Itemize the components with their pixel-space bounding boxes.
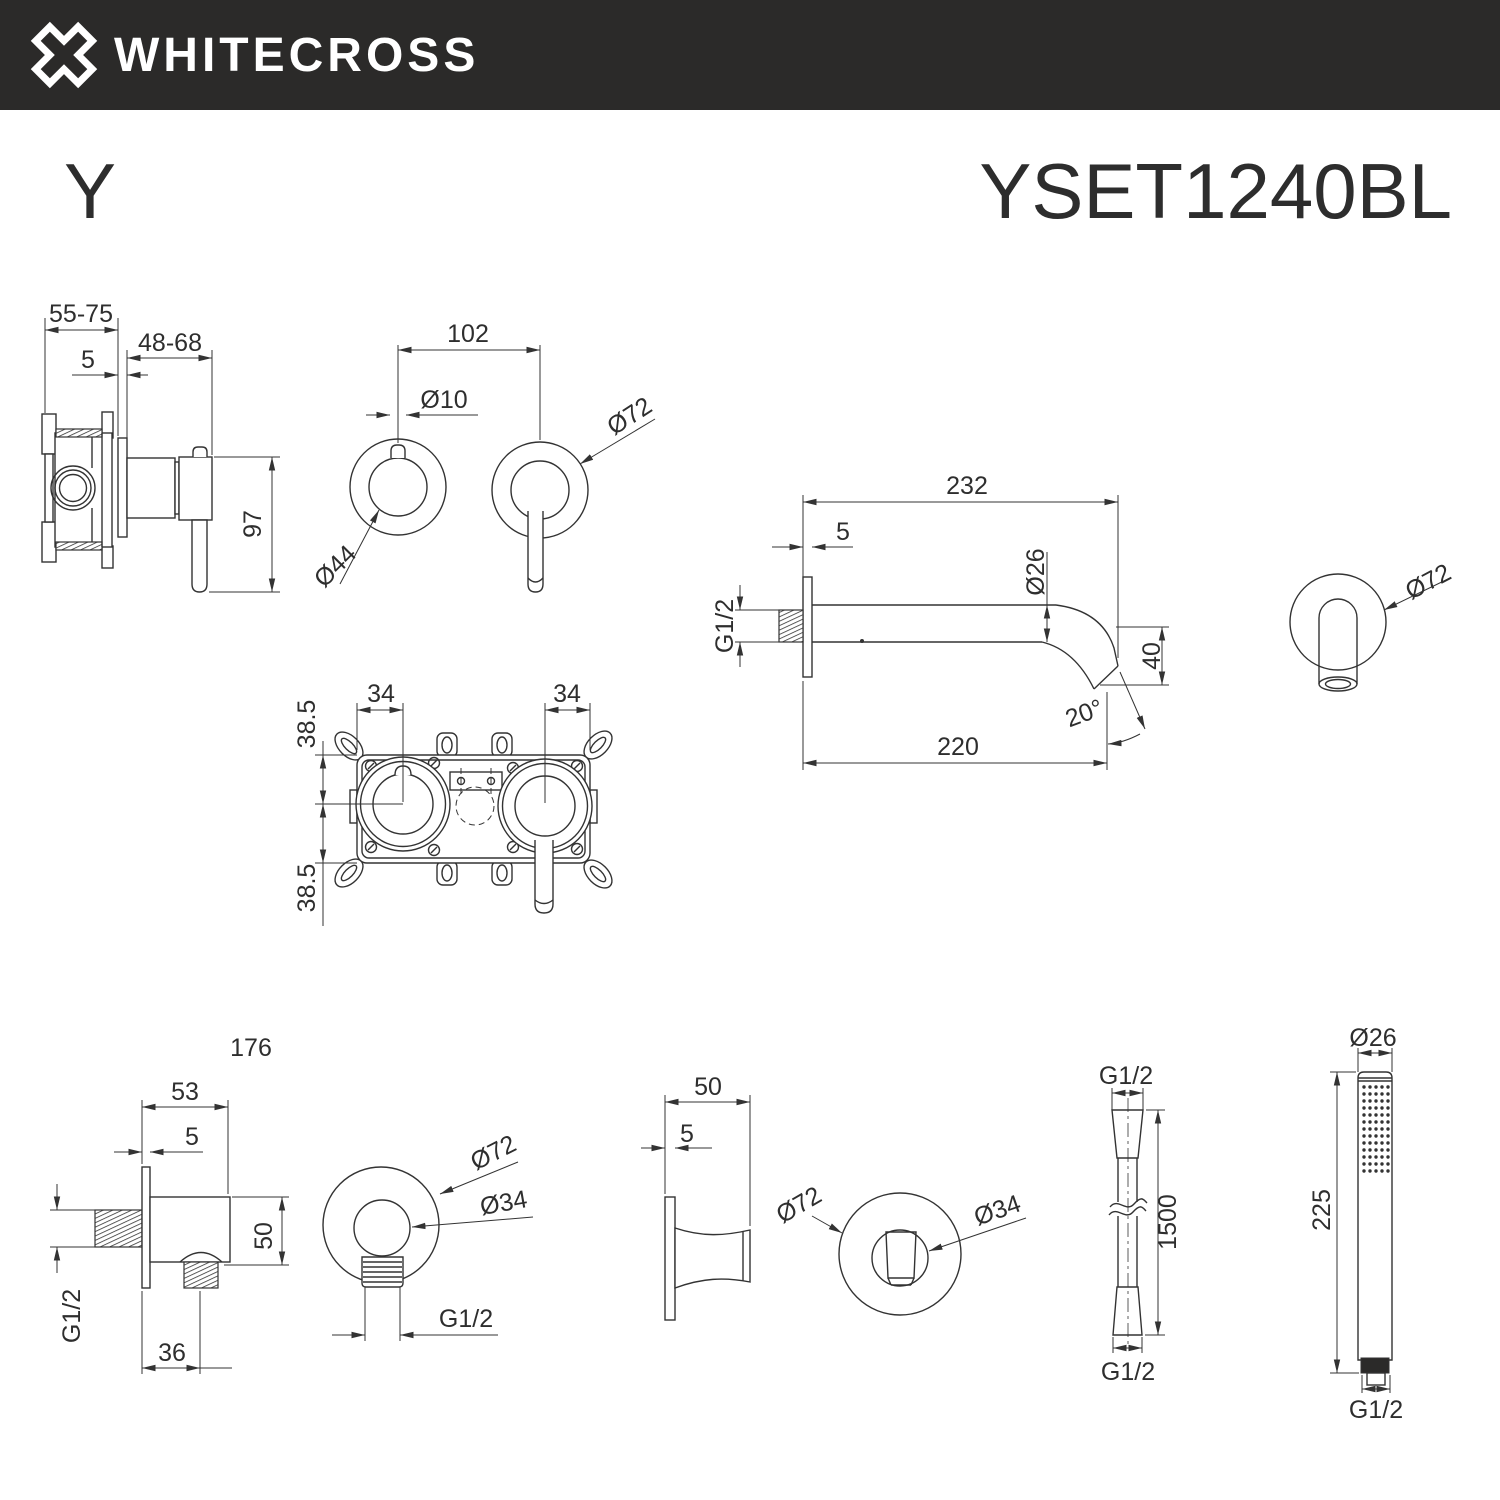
dim-depth: 50 bbox=[694, 1073, 722, 1101]
dim-depth: 53 bbox=[171, 1078, 199, 1106]
handshower-drawing: Ø26 bbox=[1308, 1024, 1403, 1424]
elbow-front-view-drawing: G1/2 Ø72 Ø34 bbox=[322, 1130, 534, 1341]
dim-plate: 5 bbox=[81, 346, 95, 374]
series-title: Y bbox=[64, 147, 117, 235]
dim-thread: G1/2 bbox=[439, 1305, 493, 1333]
dim-pipe-dia: Ø26 bbox=[1022, 548, 1050, 595]
dim-length: 1500 bbox=[1154, 1194, 1182, 1250]
dim-inner-dia: Ø34 bbox=[478, 1185, 529, 1221]
brand-name: WHITECROSS bbox=[114, 28, 480, 82]
dim-plate: 5 bbox=[185, 1123, 199, 1151]
dim-plate: 5 bbox=[680, 1120, 694, 1148]
dim-outer-dia: Ø72 bbox=[602, 392, 657, 441]
dim-left-offset: 34 bbox=[367, 680, 395, 708]
dim-thread: G1/2 bbox=[1349, 1396, 1403, 1424]
hose-drawing: G1/2 G1/2 1500 bbox=[1099, 1062, 1182, 1386]
dim-inner-dia: Ø44 bbox=[309, 540, 362, 593]
roughin-box-front-drawing: 34 34 38.5 38.5 bbox=[293, 680, 613, 926]
dim-height: 97 bbox=[239, 510, 267, 538]
dim-depth-range: 48-68 bbox=[138, 329, 202, 357]
dim-drop: 40 bbox=[1138, 642, 1166, 670]
dim-right-offset: 34 bbox=[553, 680, 581, 708]
elbow-side-view-drawing: 176 53 5 50 G1/2 36 bbox=[50, 1034, 289, 1374]
spout-front-view-drawing: Ø72 bbox=[1289, 558, 1456, 692]
dim-top-offset: 38.5 bbox=[293, 700, 321, 749]
holder-front-view-drawing: Ø72 Ø34 bbox=[772, 1181, 1027, 1316]
dim-thread: G1/2 bbox=[58, 1289, 86, 1343]
dim-overall: 176 bbox=[230, 1034, 272, 1062]
holder-side-view-drawing: 50 5 bbox=[641, 1073, 751, 1321]
dim-outlet: 36 bbox=[158, 1339, 186, 1367]
dim-wall-range: 55-75 bbox=[49, 300, 113, 328]
mixer-side-view-drawing: 55-75 48-68 5 bbox=[41, 300, 280, 593]
dim-reach: 232 bbox=[946, 472, 988, 500]
model-number: YSET1240BL bbox=[979, 147, 1452, 235]
dim-outer-dia: Ø72 bbox=[466, 1130, 521, 1176]
dim-plate: 5 bbox=[836, 518, 850, 546]
dim-bottom-offset: 38.5 bbox=[293, 864, 321, 913]
handles-front-view-drawing: 102 Ø10 Ø44 Ø72 bbox=[309, 320, 657, 593]
x-cross-logo-icon bbox=[30, 21, 98, 89]
dim-head-dia: Ø26 bbox=[1349, 1024, 1396, 1052]
dim-angle: 20° bbox=[1062, 694, 1107, 733]
dim-thread-top: G1/2 bbox=[1099, 1062, 1153, 1090]
dim-height: 50 bbox=[250, 1222, 278, 1250]
dim-centers: 102 bbox=[447, 320, 489, 348]
spout-side-view-drawing: 232 5 G1/2 Ø26 40 20° bbox=[711, 472, 1169, 770]
spray-face-dots bbox=[1362, 1085, 1390, 1173]
dim-thread: G1/2 bbox=[711, 599, 739, 653]
dim-inner-dia: Ø34 bbox=[970, 1189, 1024, 1231]
dim-length: 225 bbox=[1308, 1189, 1336, 1231]
brand-banner: WHITECROSS bbox=[0, 0, 1500, 110]
dim-length: 220 bbox=[937, 733, 979, 761]
dim-thread-bottom: G1/2 bbox=[1101, 1358, 1155, 1386]
dim-knob-dia: Ø10 bbox=[420, 386, 467, 414]
dim-outer-dia: Ø72 bbox=[772, 1181, 827, 1229]
